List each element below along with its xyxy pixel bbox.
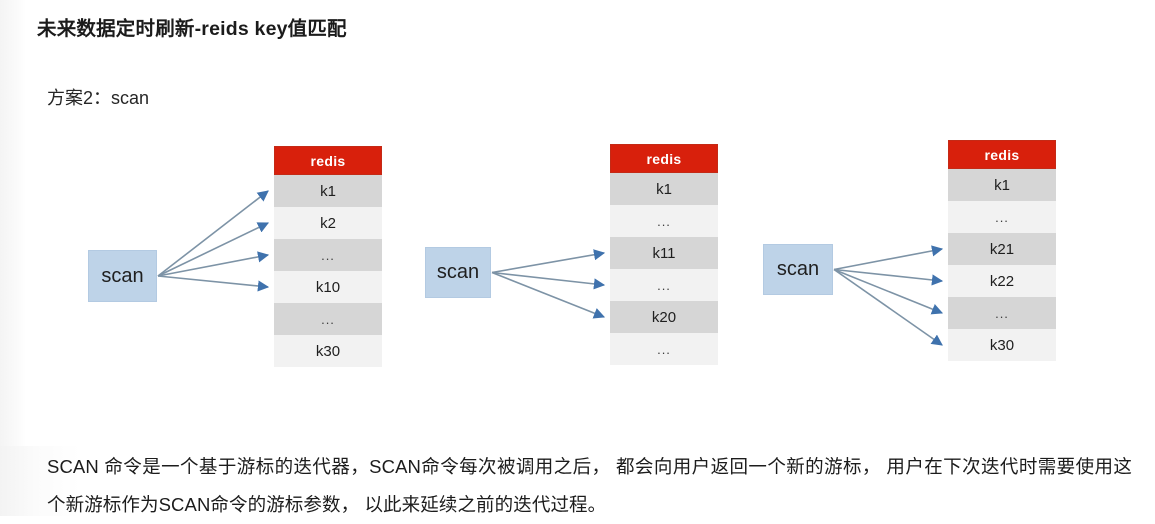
ellipsis-marker: ... <box>995 209 1009 225</box>
ellipsis-marker: ... <box>657 213 671 229</box>
page-title: 未来数据定时刷新-reids key值匹配 <box>37 18 347 40</box>
redis-key-row: ... <box>948 201 1056 233</box>
scan-arrow <box>833 245 944 271</box>
redis-key-row: ... <box>610 269 718 301</box>
scan-box-2: scan <box>425 247 491 298</box>
scan-arrow <box>491 271 606 319</box>
body-paragraph: SCAN 命令是一个基于游标的迭代器，SCAN命令每次被调用之后， 都会向用户返… <box>47 456 1132 515</box>
scan-arrow <box>157 222 270 277</box>
scan-box-label: scan <box>436 261 480 283</box>
redis-key-row: k30 <box>274 335 382 367</box>
redis-key-row: k1 <box>274 175 382 207</box>
ellipsis-marker: ... <box>657 277 671 293</box>
redis-key-row: ... <box>274 303 382 335</box>
redis-key-row: k21 <box>948 233 1056 265</box>
redis-key-row: k10 <box>274 271 382 303</box>
redis-key-row: k22 <box>948 265 1056 297</box>
redis-key-row: ... <box>274 239 382 271</box>
redis-table-header: redis <box>274 146 382 175</box>
redis-key-row: k1 <box>610 173 718 205</box>
redis-table-header: redis <box>948 140 1056 169</box>
ellipsis-marker: ... <box>321 247 335 263</box>
slide-subtitle: 方案2：scan <box>47 88 150 108</box>
left-margin-shading <box>0 0 26 516</box>
redis-key-row: k30 <box>948 329 1056 361</box>
scan-arrow <box>491 249 606 274</box>
scan-arrow <box>833 268 943 346</box>
redis-key-row: k20 <box>610 301 718 333</box>
redis-key-row: k2 <box>274 207 382 239</box>
redis-key-row: k11 <box>610 237 718 269</box>
scan-box-label: scan <box>776 258 820 280</box>
scan-arrow <box>833 268 944 315</box>
scan-arrow <box>491 271 606 290</box>
redis-key-row: ... <box>610 205 718 237</box>
scan-arrow <box>157 251 270 277</box>
ellipsis-marker: ... <box>321 311 335 327</box>
scan-arrow <box>157 190 269 277</box>
redis-key-row: ... <box>948 297 1056 329</box>
scan-box-label: scan <box>101 264 144 287</box>
scan-arrow <box>157 275 270 292</box>
scan-arrow <box>833 268 944 286</box>
scan-box-3: scan <box>763 244 833 295</box>
scan-box-1: scan <box>88 250 157 302</box>
ellipsis-marker: ... <box>657 341 671 357</box>
redis-key-row: ... <box>610 333 718 365</box>
redis-table-header: redis <box>610 144 718 173</box>
ellipsis-marker: ... <box>995 305 1009 321</box>
redis-key-row: k1 <box>948 169 1056 201</box>
